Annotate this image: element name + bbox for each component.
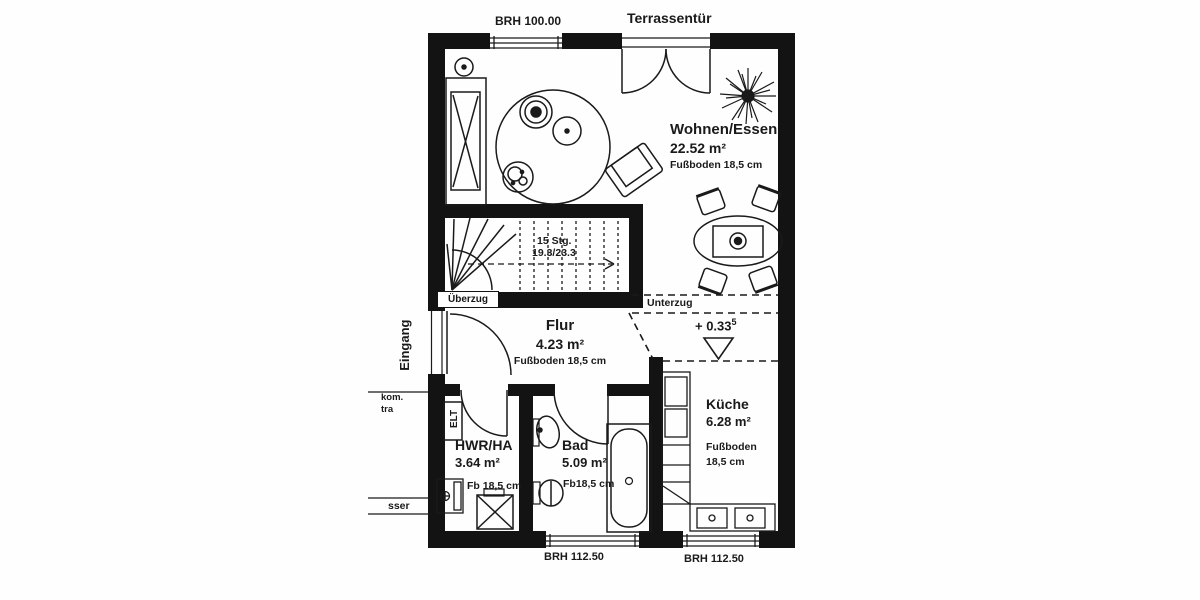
utility-connection-box: [436, 478, 464, 514]
room-label-bath: Bad 5.09 m²: [562, 437, 607, 470]
room-bath-name: Bad: [562, 437, 589, 453]
electrical-panel: [443, 401, 463, 441]
kitchen-counter-left: [661, 371, 691, 505]
ueberzug-label: Überzug: [437, 291, 499, 308]
terrace-door-label: Terrassentür: [627, 10, 712, 26]
room-kitchen-area: 6.28 m²: [706, 414, 751, 429]
plant-on-rug: [519, 95, 553, 129]
entrance-label: Eingang: [396, 319, 412, 371]
room-kitchen-floor-1: Fußboden: [706, 441, 757, 453]
wall-bottom-right: [759, 531, 795, 548]
dining-chairs: [695, 184, 782, 296]
wall-bad-top-right: [607, 384, 653, 396]
staircase: [446, 217, 619, 291]
wall-left-lower: [428, 374, 445, 548]
room-hall-floor: Fußboden 18,5 cm: [513, 355, 607, 367]
wall-bad-top-left: [532, 384, 555, 396]
wall-top-right: [710, 33, 795, 49]
room-bath-floor: Fb18,5 cm: [563, 478, 615, 490]
room-living-area: 22.52 m²: [670, 140, 727, 156]
brh-bottom-right-label: BRH 112.50: [684, 553, 744, 565]
left-utility-label-2: tra: [381, 404, 394, 415]
wall-bottom-mid: [639, 531, 683, 548]
room-kitchen-name: Küche: [706, 396, 749, 412]
beam-stair-bottom: [498, 292, 631, 308]
left-utility-label-3: sser: [388, 500, 410, 512]
bathtub: [606, 423, 652, 533]
left-utility-label-1: kom.: [381, 392, 404, 403]
unterzug-dashed-lines: [628, 294, 778, 362]
terrace-door-threshold: [622, 37, 710, 48]
level-sup: 5: [731, 317, 737, 327]
brh-bottom-left-label: BRH 112.50: [544, 551, 604, 563]
wall-bottom-left: [428, 531, 546, 548]
bath-sink: [532, 415, 561, 449]
wall-right: [778, 33, 795, 548]
room-hall-area: 4.23 m²: [535, 336, 585, 352]
toilet: [532, 479, 564, 507]
room-label-kitchen: Küche 6.28 m² Fußboden 18,5 cm: [706, 396, 757, 468]
room-utility-area: 3.64 m²: [455, 455, 500, 470]
room-bath-area: 5.09 m²: [562, 455, 607, 470]
stairs-count-label: 15 Stg.: [537, 235, 572, 247]
dining-table: [693, 215, 783, 267]
shower-base: [476, 488, 514, 530]
armchair: [605, 142, 663, 198]
wall-bad-kueche-divider: [649, 357, 663, 531]
elt-label: ELT: [449, 410, 460, 428]
window-bottom-bath: [546, 534, 639, 547]
room-hall-name: Flur: [545, 317, 575, 334]
room-living-name: Wohnen/Essen: [670, 121, 778, 138]
wall-hwr-top-left: [428, 384, 460, 396]
floor-lamp: [454, 57, 474, 77]
wall-left-upper: [428, 33, 445, 311]
kitchen-counter-bottom-sink: [689, 503, 776, 532]
level-value: + 0.33: [695, 318, 732, 334]
window-bottom-kitchen: [683, 534, 759, 547]
entrance-door-swing: [430, 311, 512, 376]
window-top: [490, 36, 562, 49]
wall-hwr-bad-divider: [519, 384, 533, 531]
sofa: [445, 77, 487, 206]
wall-stair-right: [629, 218, 643, 308]
room-label-hall: Flur 4.23 m² Fußboden 18,5 cm: [505, 317, 615, 367]
bath-door-swing: [553, 389, 609, 445]
unterzug-label: Unterzug: [647, 297, 693, 309]
side-table: [552, 116, 582, 146]
level-marker-label: + 0.335: [695, 317, 737, 334]
stairs-ratio-label: 19.3/23.3: [532, 247, 576, 259]
brh-top-label: BRH 100.00: [495, 14, 562, 28]
room-utility-floor: Fb 18,5 cm: [467, 480, 522, 492]
wall-living-divider: [428, 204, 643, 218]
room-utility-name: HWR/HA: [455, 437, 513, 453]
wall-top-mid: [562, 33, 622, 49]
small-plant: [502, 161, 534, 193]
room-label-living: Wohnen/Essen 22.52 m² Fußboden 18,5 cm: [670, 121, 777, 171]
terrace-door-swing: [621, 48, 711, 94]
room-kitchen-floor-2: 18,5 cm: [706, 456, 745, 468]
utility-leader-lines: [368, 391, 430, 515]
utility-door-swing: [460, 389, 508, 437]
level-marker-triangle: [702, 337, 735, 361]
corner-plant: [719, 68, 776, 125]
round-rug: [495, 89, 611, 205]
room-living-floor: Fußboden 18,5 cm: [670, 159, 763, 171]
room-label-utility: HWR/HA 3.64 m²: [455, 437, 513, 470]
